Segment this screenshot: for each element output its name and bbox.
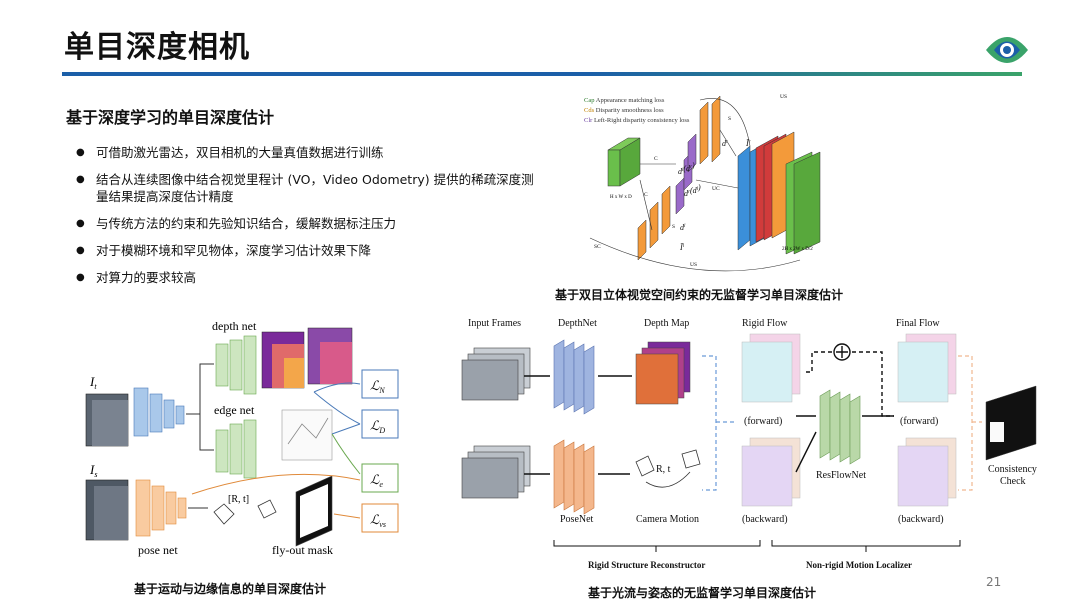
svg-text:ℒe: ℒe bbox=[370, 472, 383, 489]
svg-text:(backward): (backward) bbox=[898, 514, 944, 525]
svg-text:ℒvs: ℒvs bbox=[370, 512, 386, 529]
svg-text:S: S bbox=[672, 224, 675, 230]
svg-text:Non-rigid Motion Localizer: Non-rigid Motion Localizer bbox=[806, 560, 912, 570]
bullet-item: 可借助激光雷达，双目相机的大量真值数据进行训练 bbox=[76, 144, 546, 161]
svg-text:2H x 2W x D/2: 2H x 2W x D/2 bbox=[782, 247, 813, 252]
title-divider bbox=[62, 72, 1022, 76]
svg-text:fly-out mask: fly-out mask bbox=[272, 543, 333, 557]
svg-text:(forward): (forward) bbox=[744, 416, 782, 427]
edge-figure-caption: 基于运动与边缘信息的单目深度估计 bbox=[134, 582, 327, 596]
svg-text:dl: dl bbox=[680, 223, 686, 232]
bullet-item: 对算力的要求较高 bbox=[76, 269, 546, 286]
svg-text:Clr Left-Right disparity consi: Clr Left-Right disparity consistency los… bbox=[584, 117, 690, 124]
svg-text:dr: dr bbox=[722, 139, 728, 148]
flow-figure-caption: 基于光流与姿态的无监督学习单目深度估计 bbox=[588, 586, 817, 600]
svg-text:R, t: R, t bbox=[656, 464, 671, 475]
svg-text:ℒN: ℒN bbox=[370, 378, 385, 395]
svg-text:UC: UC bbox=[712, 186, 720, 192]
svg-text:pose net: pose net bbox=[138, 543, 178, 557]
svg-text:Consistency: Consistency bbox=[988, 464, 1037, 475]
bullet-item: 与传统方法的约束和先验知识结合，缓解数据标注压力 bbox=[76, 215, 546, 232]
slide-title: 单目深度相机 bbox=[64, 30, 250, 65]
svg-text:SC: SC bbox=[594, 244, 601, 250]
svg-text:It: It bbox=[89, 374, 97, 391]
stereo-network-figure: Cap Appearance matching loss Cds Dispari… bbox=[584, 94, 821, 272]
bullet-list: 可借助激光雷达，双目相机的大量真值数据进行训练 结合从连续图像中结合视觉里程计 … bbox=[76, 144, 546, 296]
svg-text:Input Frames: Input Frames bbox=[468, 318, 521, 329]
svg-text:Ĩl: Ĩl bbox=[679, 243, 685, 252]
svg-text:Camera Motion: Camera Motion bbox=[636, 514, 699, 525]
svg-text:ℒD: ℒD bbox=[370, 418, 385, 435]
svg-text:Depth Map: Depth Map bbox=[644, 318, 689, 329]
svg-text:C: C bbox=[654, 156, 658, 162]
svg-text:C: C bbox=[644, 192, 648, 198]
svg-text:Ĩr: Ĩr bbox=[745, 139, 751, 148]
svg-text:Is: Is bbox=[89, 462, 97, 479]
svg-text:[R, t]: [R, t] bbox=[228, 494, 249, 505]
svg-text:H x W x D: H x W x D bbox=[610, 195, 632, 200]
svg-text:Check: Check bbox=[1000, 476, 1026, 487]
svg-text:Cap Appearance matching loss: Cap Appearance matching loss bbox=[584, 97, 665, 104]
edge-network-figure: depth net edge net pose net fly-out mask… bbox=[85, 319, 399, 557]
bullet-item: 结合从连续图像中结合视觉里程计 (VO，Video Odometry) 提供的稀… bbox=[76, 171, 546, 205]
stereo-figure-caption: 基于双目立体视觉空间约束的无监督学习单目深度估计 bbox=[555, 288, 844, 302]
logo-icon bbox=[986, 37, 1028, 63]
svg-text:Cds Disparity smoothness loss: Cds Disparity smoothness loss bbox=[584, 107, 664, 114]
svg-text:Rigid Flow: Rigid Flow bbox=[742, 318, 788, 329]
svg-text:Final Flow: Final Flow bbox=[896, 318, 940, 329]
svg-text:PoseNet: PoseNet bbox=[560, 514, 594, 525]
flow-network-figure: Input Frames DepthNet Depth Map Rigid Fl… bbox=[461, 318, 1037, 570]
svg-text:depth net: depth net bbox=[212, 319, 257, 333]
svg-text:edge net: edge net bbox=[214, 403, 255, 417]
svg-text:ResFlowNet: ResFlowNet bbox=[816, 470, 866, 481]
svg-text:(backward): (backward) bbox=[742, 514, 788, 525]
svg-text:US: US bbox=[780, 94, 787, 100]
svg-text:(forward): (forward) bbox=[900, 416, 938, 427]
svg-text:DepthNet: DepthNet bbox=[558, 318, 597, 329]
svg-text:US: US bbox=[690, 262, 697, 268]
svg-text:Rigid Structure Reconstructor: Rigid Structure Reconstructor bbox=[588, 560, 705, 570]
svg-text:S: S bbox=[728, 116, 731, 122]
bullet-item: 对于模糊环境和罕见物体，深度学习估计效果下降 bbox=[76, 242, 546, 259]
page-number: 21 bbox=[986, 575, 1002, 589]
section-subtitle: 基于深度学习的单目深度估计 bbox=[66, 108, 275, 127]
